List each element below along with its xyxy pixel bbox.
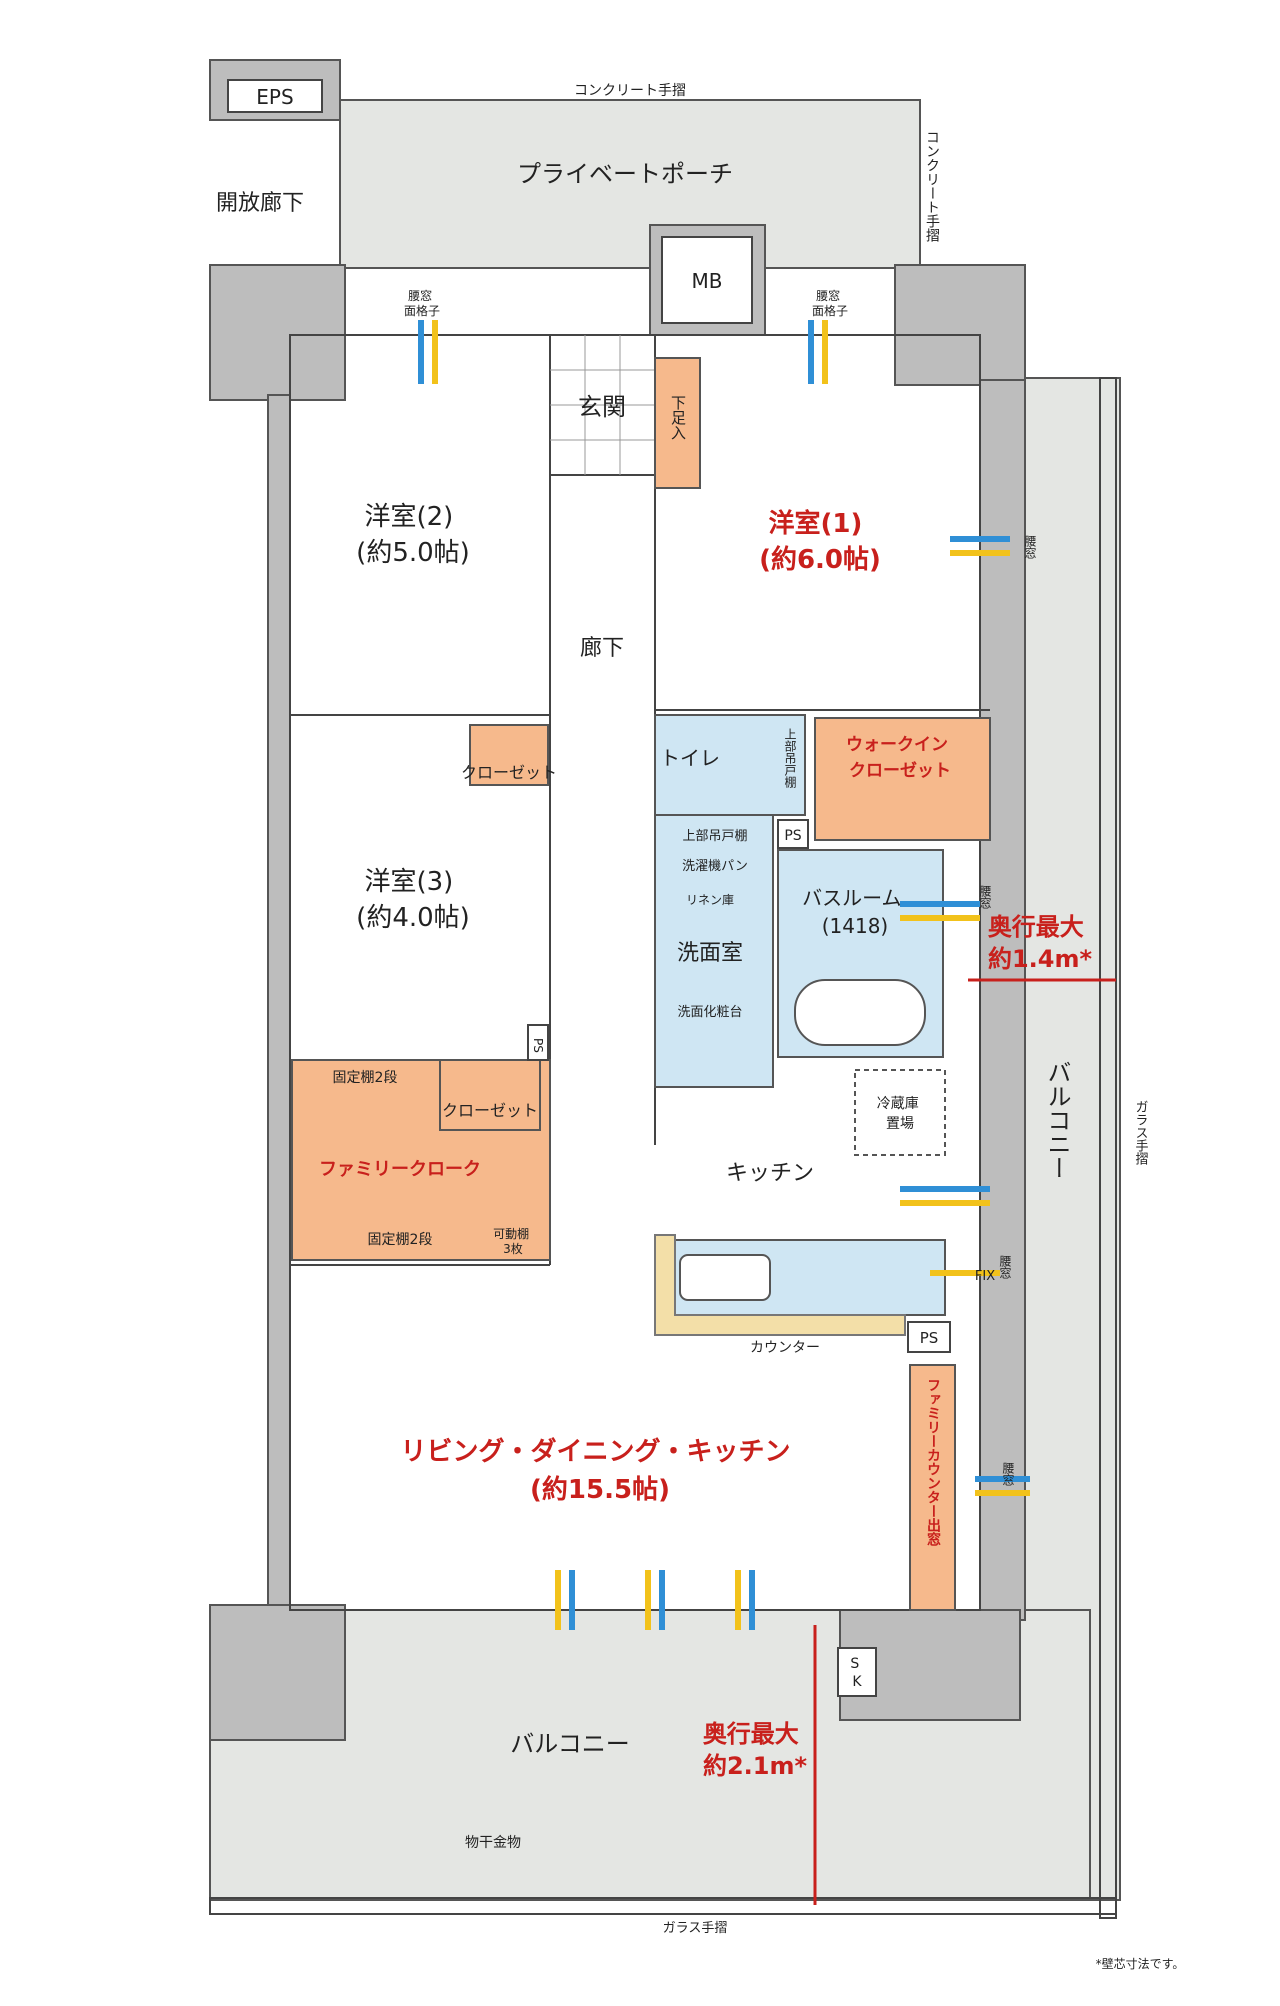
room1-label: 洋室(1) (約6.0帖) xyxy=(759,508,881,575)
mb-label: MB xyxy=(692,269,723,293)
fix-window-label: FIX xyxy=(975,1269,995,1284)
concrete-rail-top-label: コンクリート手摺 xyxy=(574,83,686,99)
sk-label: S K xyxy=(850,1656,863,1690)
linen-label: リネン庫 xyxy=(686,893,734,907)
bath-window-label: 腰窓 xyxy=(978,885,992,909)
movable-shelf-label: 可動棚 3枚 xyxy=(493,1226,533,1256)
wall-right-top xyxy=(894,264,1026,386)
family-cloak-label: ファミリークローク xyxy=(319,1159,481,1180)
open-corridor-label: 開放廊下 xyxy=(216,191,304,216)
counter-label: カウンター xyxy=(750,1340,820,1356)
entrance-tile-grid xyxy=(550,335,655,475)
entrance-label: 玄関 xyxy=(578,393,626,421)
room3-label: 洋室(3) (約4.0帖) xyxy=(356,867,470,933)
bathroom-label: バスルーム (1418) xyxy=(802,886,908,938)
ps-box-2 xyxy=(527,1024,549,1061)
balcony-bottom-label: バルコニー xyxy=(510,1730,630,1758)
glass-rail-right-label: ガラス手摺 xyxy=(1133,1100,1149,1165)
family-counter-label: ファミリーカウンター出窓 xyxy=(925,1378,941,1547)
depth-right-label: 奥行最大 約1.4m* xyxy=(988,913,1093,973)
glass-rail-right-line xyxy=(1099,377,1117,1919)
glass-rail-bottom-label: ガラス手摺 xyxy=(663,1921,728,1936)
closet2-label: クローゼット xyxy=(442,1101,538,1120)
bathtub xyxy=(794,979,926,1046)
concrete-rail-side-label: コンクリート手摺 xyxy=(924,130,940,242)
fixed-shelf-bottom-label: 固定棚2段 xyxy=(368,1232,433,1248)
balcony-right-label: バルコニー xyxy=(1043,1060,1071,1180)
toilet-room xyxy=(654,714,806,816)
kitchen-label: キッチン xyxy=(726,1161,814,1186)
walk-in-closet-box xyxy=(814,717,991,841)
counter-shape xyxy=(654,1234,906,1336)
window-lattice-right-label: 腰窓 面格子 xyxy=(812,288,848,318)
depth-bottom-label: 奥行最大 約2.1m* xyxy=(703,1720,808,1780)
toilet-label: トイレ xyxy=(660,746,720,770)
ldk-window-label: 腰窓 xyxy=(1001,1462,1015,1486)
wall-left-bottom xyxy=(209,1604,346,1741)
closet-label: クローゼット xyxy=(461,763,557,782)
private-porch-label: プライベートポーチ xyxy=(517,160,733,188)
fridge-box xyxy=(854,1069,946,1156)
eps-label: EPS xyxy=(256,85,293,109)
fixed-shelf-top-label: 固定棚2段 xyxy=(333,1070,398,1086)
sk-box xyxy=(837,1647,877,1697)
ps-3-label: PS xyxy=(920,1329,939,1347)
room2-label: 洋室(2) (約5.0帖) xyxy=(356,502,470,568)
ps-box-1 xyxy=(777,819,809,849)
shoe-box-label: 下足入 xyxy=(669,395,687,440)
note-label: *壁芯寸法です。 xyxy=(1096,1956,1185,1971)
wall-left-top xyxy=(209,264,346,401)
family-counter-box xyxy=(909,1364,956,1611)
vent-marks xyxy=(418,320,1030,1630)
window-lattice-left-label: 腰窓 面格子 xyxy=(404,288,440,318)
mb-inner xyxy=(661,236,753,324)
hallway-label: 廊下 xyxy=(580,636,624,661)
wall-right-mid xyxy=(979,379,1026,1621)
kitchen-sink xyxy=(679,1254,771,1301)
ps-1-label: PS xyxy=(784,828,801,844)
kitchen-window-label: 腰窓 xyxy=(998,1255,1012,1279)
drying-hardware-label: 物干金物 xyxy=(465,1835,521,1851)
wall-left xyxy=(267,394,291,1611)
washroom-room xyxy=(654,814,774,1088)
washer-pan-label: 洗濯機パン xyxy=(682,859,748,874)
walk-in-closet-label: ウォークイン クローゼット xyxy=(846,735,954,781)
ps-box-3 xyxy=(907,1321,951,1353)
upper-cabinet-label: 上部吊戸棚 xyxy=(682,829,747,844)
vanity-label: 洗面化粧台 xyxy=(677,1005,742,1020)
closet-family-box xyxy=(439,1059,541,1131)
glass-rail-bottom-line xyxy=(209,1897,1117,1915)
ldk-label: リビング・ダイニング・キッチン (約15.5帖) xyxy=(400,1436,799,1505)
ps-2-label: PS xyxy=(531,1038,545,1053)
fridge-label: 冷蔵庫 置場 xyxy=(877,1095,923,1132)
shoe-box xyxy=(654,357,701,489)
private-porch-area xyxy=(339,99,921,269)
room1-window-label: 腰窓 xyxy=(1023,535,1037,559)
washroom-label: 洗面室 xyxy=(677,941,743,966)
eps-inner xyxy=(227,79,323,113)
closet-room2 xyxy=(469,724,549,786)
upper-shelf-toilet-label: 上部吊戸棚 xyxy=(783,728,797,789)
